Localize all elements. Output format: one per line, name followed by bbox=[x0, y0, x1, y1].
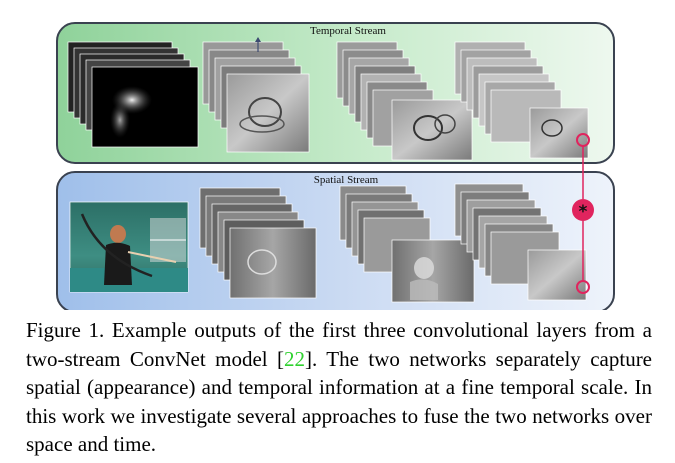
fusion-operator-icon bbox=[572, 199, 594, 221]
fusion-operator-symbol: * bbox=[579, 202, 588, 222]
spatial-layer2-frames bbox=[339, 185, 475, 303]
temporal-layer1-frames bbox=[67, 41, 199, 148]
temporal-stream-label: Temporal Stream bbox=[310, 25, 386, 37]
caption-text-prefix: Figure 1. Example outputs of the first t… bbox=[26, 318, 652, 371]
spatial-input-frame bbox=[69, 201, 189, 293]
spatial-layer3-frames bbox=[454, 183, 587, 301]
temporal-stream-panel: Temporal Stream bbox=[56, 22, 615, 164]
fusion-connector: * bbox=[572, 146, 594, 281]
spatial-stream-panel: Spatial Stream bbox=[56, 171, 615, 310]
figure-caption: Figure 1. Example outputs of the first t… bbox=[26, 316, 652, 459]
caption-text-suffix: ]. The two networks separately capture s… bbox=[26, 346, 653, 457]
figure-diagram: Temporal Stream bbox=[56, 22, 615, 310]
temporal-layer2-frames bbox=[202, 37, 310, 153]
spatial-layer1-frames bbox=[199, 187, 317, 299]
temporal-layer3-frames bbox=[336, 41, 473, 161]
temporal-layer4-frames bbox=[454, 41, 589, 159]
citation-link[interactable]: 22 bbox=[284, 346, 306, 371]
spatial-stream-label: Spatial Stream bbox=[314, 174, 379, 186]
